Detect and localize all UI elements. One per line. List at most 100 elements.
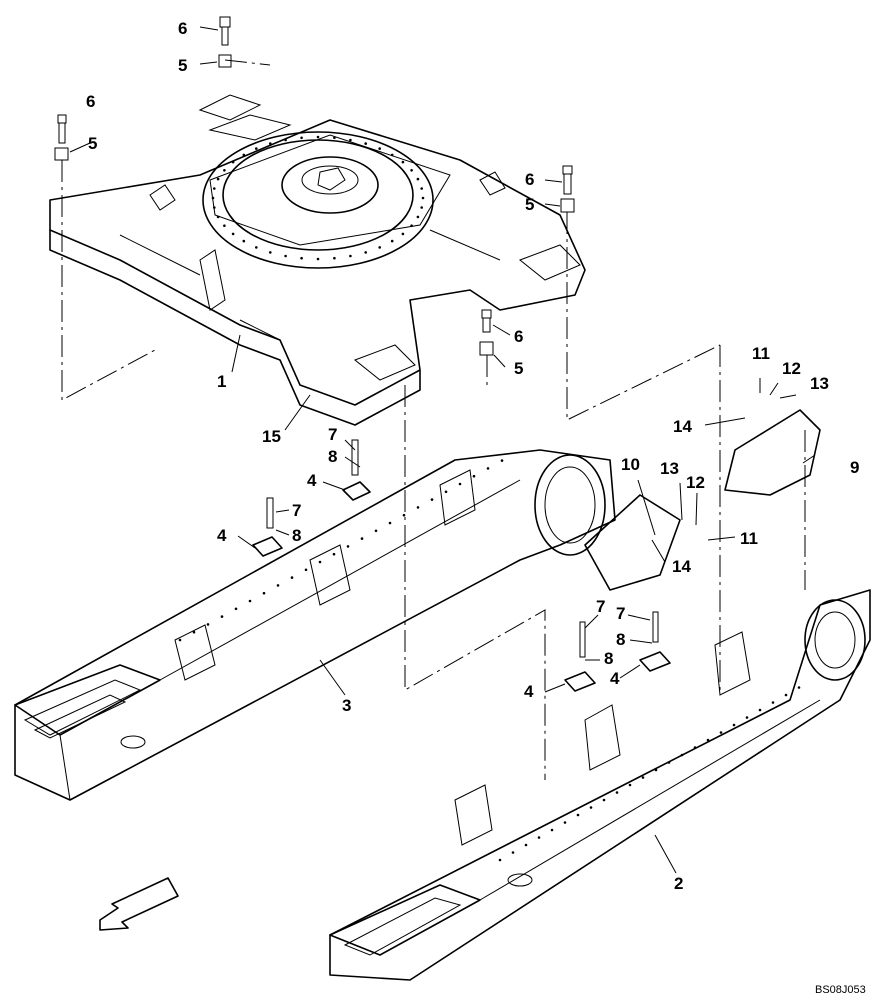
bolt-hole (797, 686, 801, 689)
bolt-hole (269, 251, 272, 254)
leader-lines (69, 26, 816, 874)
callout-5a: 5 (178, 56, 187, 75)
bolt-hole (416, 177, 420, 181)
bolt-hole (234, 607, 238, 611)
bolt-hole (349, 138, 352, 142)
bolt-hole (416, 506, 420, 509)
callout-4c: 4 (524, 682, 534, 701)
bolt-hole (269, 142, 272, 145)
bolt-hole (213, 187, 216, 190)
bolt-hole (242, 239, 246, 243)
bolt-hole (211, 196, 215, 200)
bolt-hole (364, 142, 368, 145)
bolt-hole (500, 459, 504, 462)
bolt-hole (732, 723, 736, 727)
bolt-hole (254, 246, 258, 249)
bolt-hole (628, 783, 632, 787)
bolt-hole (401, 160, 405, 164)
bolt-hole (378, 246, 382, 249)
bolt-hole (332, 552, 336, 556)
drawing-code: BS08J053 (815, 984, 866, 996)
bolt-hole (401, 232, 405, 236)
callout-4b: 4 (217, 526, 227, 545)
bolt-hole (654, 768, 658, 772)
bolt-hole (667, 761, 671, 764)
callout-8d: 8 (616, 630, 625, 649)
bolt-hole (745, 716, 749, 719)
bolt-hole (390, 239, 394, 243)
bolt-hole (364, 251, 368, 254)
bolt-hole (388, 521, 392, 525)
bolt-hole (511, 851, 515, 854)
bolt-hole (641, 776, 645, 779)
bolt-hole (346, 545, 350, 548)
callout-13a: 13 (660, 459, 679, 478)
bolt-hole (349, 254, 352, 258)
callout-3: 3 (342, 696, 351, 715)
bolt-hole (378, 147, 382, 150)
bolt-hole (300, 256, 303, 260)
bolt-hole (402, 513, 406, 517)
bolt-hole (706, 738, 710, 742)
bolt-hole (410, 169, 413, 172)
bolt-hole (537, 836, 541, 839)
bolt-hole (300, 136, 303, 140)
callout-6d: 6 (514, 327, 523, 346)
bolt-hole (680, 753, 684, 757)
frame-bolts (54, 16, 575, 356)
callout-12a: 12 (686, 473, 705, 492)
bolt-hole (192, 630, 196, 634)
bolt-hole (390, 153, 394, 157)
bolt-hole (410, 224, 413, 227)
bolt-hole (430, 498, 434, 501)
bolt-hole (284, 138, 287, 142)
bolt-hole (444, 490, 448, 494)
bolt-hole (254, 147, 258, 150)
bolt-hole (223, 224, 226, 227)
cover-plate-9 (724, 409, 821, 496)
callout-7a: 7 (328, 425, 337, 444)
callout-4a: 4 (307, 471, 317, 490)
alignment-lines (61, 59, 806, 780)
bolt-hole (318, 560, 322, 564)
bolt-hole (719, 731, 723, 734)
callout-10: 10 (621, 455, 640, 474)
bolt-hole (276, 584, 280, 587)
callout-11b: 11 (752, 344, 770, 363)
callout-6c: 6 (525, 170, 534, 189)
callout-5b: 5 (88, 134, 97, 153)
cover-plate-10 (584, 494, 681, 591)
bolt-hole (360, 537, 364, 540)
bolt-hole (550, 828, 554, 832)
bolt-hole (333, 256, 336, 260)
bolt-hole (290, 576, 294, 579)
callout-1: 1 (217, 372, 226, 391)
bolt-hole (333, 136, 336, 140)
bolt-hole (262, 591, 266, 595)
callout-8b: 8 (292, 526, 301, 545)
bolt-hole (771, 701, 775, 704)
mounting-pads-upper (252, 439, 371, 557)
bolt-hole (563, 821, 567, 824)
bolt-hole (206, 623, 210, 626)
bolt-hole (589, 806, 593, 809)
bolt-hole (316, 257, 320, 261)
callout-9: 9 (850, 458, 859, 477)
bolt-hole (248, 599, 252, 603)
bolt-hole (284, 254, 287, 258)
callout-5d: 5 (514, 359, 523, 378)
bolt-hole (486, 467, 490, 470)
bolt-hole (615, 791, 619, 794)
bolt-hole (421, 196, 425, 200)
bolt-hole (231, 232, 235, 236)
bolt-hole-pattern (178, 135, 801, 862)
bolt-hole (576, 813, 580, 817)
callout-14a: 14 (672, 557, 691, 576)
bolt-hole (316, 135, 320, 139)
bolt-hole (216, 177, 220, 181)
callout-8a: 8 (328, 447, 337, 466)
bolt-hole (223, 169, 226, 172)
callout-13b: 13 (810, 374, 829, 393)
